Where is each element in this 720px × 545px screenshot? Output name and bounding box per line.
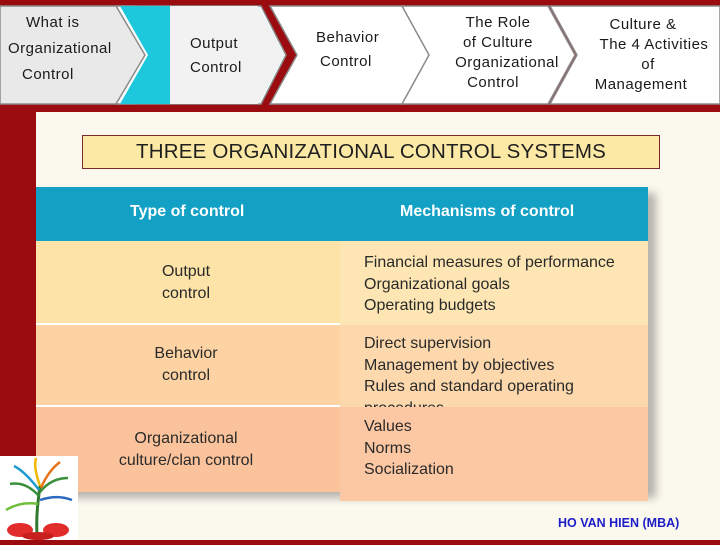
table-row: Behavior control Direct supervision Mana… xyxy=(36,325,648,417)
tab-label-line: Behavior xyxy=(316,29,380,46)
tab-role-of-culture[interactable]: The Role of Culture Organizational Contr… xyxy=(448,13,566,93)
top-navigation: What is Organizational Control Output Co… xyxy=(0,0,720,106)
type-line: Organizational xyxy=(134,430,238,447)
table-row: Organizational culture/clan control Valu… xyxy=(36,407,648,501)
mechanism-item: Norms xyxy=(364,439,412,457)
mechanism-item: Management by objectives xyxy=(364,356,555,374)
tab-label-line: The Role xyxy=(465,14,531,31)
type-line: control xyxy=(161,284,211,302)
nav-arrows xyxy=(0,5,720,105)
table-row: Output control Financial measures of per… xyxy=(36,241,648,334)
type-cell: Organizational culture/clan control xyxy=(36,407,336,513)
tab-label-line: Control xyxy=(190,59,242,76)
mechanisms-cell: Values Norms Socialization xyxy=(340,407,648,501)
mechanisms-cell: Direct supervision Management by objecti… xyxy=(340,325,648,417)
mechanism-item: Values xyxy=(364,418,412,435)
slide-heading: THREE ORGANIZATIONAL CONTROL SYSTEMS xyxy=(82,135,660,169)
mechanism-item: Financial measures of performance xyxy=(364,254,615,271)
column-header-type: Type of control xyxy=(130,203,245,220)
tab-label-line: Control xyxy=(22,66,74,83)
tab-label-line: Management xyxy=(594,76,688,93)
table-header: Type of control Mechanisms of control xyxy=(36,187,648,241)
footer-author: HO VAN HIEN (MBA) xyxy=(558,516,680,530)
mechanism-item: Operating budgets xyxy=(364,297,496,314)
tab-culture-four-activities[interactable]: Culture & The 4 Activities of Management xyxy=(580,15,716,95)
type-cell: Behavior control xyxy=(36,325,336,423)
tab-label-line: Output xyxy=(190,35,239,52)
tab-label-line: of xyxy=(641,56,655,73)
tree-logo-icon xyxy=(5,457,73,540)
tab-output-control[interactable]: Output Control xyxy=(190,34,242,78)
mechanism-item: Direct supervision xyxy=(364,335,492,352)
tab-what-is-organizational-control[interactable]: What is Organizational Control xyxy=(8,13,112,85)
tab-label-line: Control xyxy=(467,74,519,91)
type-cell: Output control xyxy=(36,241,336,343)
column-header-mechanisms: Mechanisms of control xyxy=(400,203,575,220)
mechanisms-cell: Financial measures of performance Organi… xyxy=(340,241,648,334)
tree-logo xyxy=(0,456,78,540)
mechanism-item: Organizational goals xyxy=(364,275,510,293)
tab-label-line: Control xyxy=(320,53,372,70)
tab-behavior-control[interactable]: Behavior Control xyxy=(316,28,379,72)
type-line: Output xyxy=(161,263,211,280)
control-systems-table: Type of control Mechanisms of control Ou… xyxy=(36,187,648,501)
tab-label-line: Culture & xyxy=(609,16,677,33)
type-line: culture/clan control xyxy=(118,451,254,469)
type-line: control xyxy=(161,366,211,384)
mechanism-item: Socialization xyxy=(364,461,454,478)
tab-label-line: of Culture xyxy=(462,34,534,51)
tab-label-line: The 4 Activities xyxy=(599,36,709,53)
tab-label-line: Organizational xyxy=(8,40,112,57)
type-line: Behavior xyxy=(154,345,218,362)
tab-label-line: What is xyxy=(26,14,80,31)
tab-label-line: Organizational xyxy=(455,54,559,71)
